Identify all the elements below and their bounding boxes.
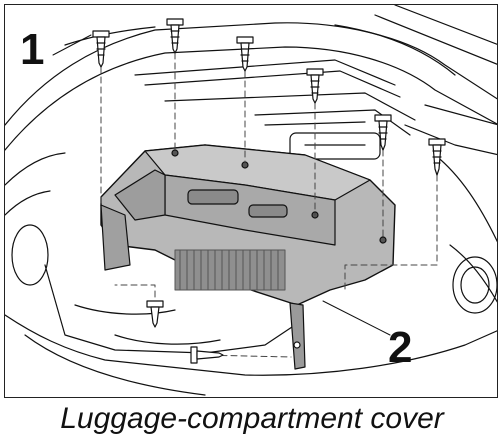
luggage-compartment-cover [100, 144, 396, 370]
screw-icon [374, 114, 392, 151]
screw-icon [428, 138, 446, 176]
callout-leaders [52, 34, 391, 336]
diagram-caption: Luggage-compartment cover [60, 402, 444, 435]
screw-icon [190, 346, 224, 364]
screw-icon [236, 36, 254, 72]
screw-icon [166, 18, 184, 54]
callout-2-label: 2 [388, 323, 413, 372]
diagram-frame [4, 4, 498, 398]
callout-1-label: 1 [20, 25, 45, 74]
car-body-outline [5, 5, 497, 396]
screw-icon [92, 30, 110, 68]
screws [92, 18, 446, 364]
screw-icon [146, 300, 164, 328]
screw-icon [306, 68, 324, 104]
diagram-illustration [5, 5, 497, 396]
